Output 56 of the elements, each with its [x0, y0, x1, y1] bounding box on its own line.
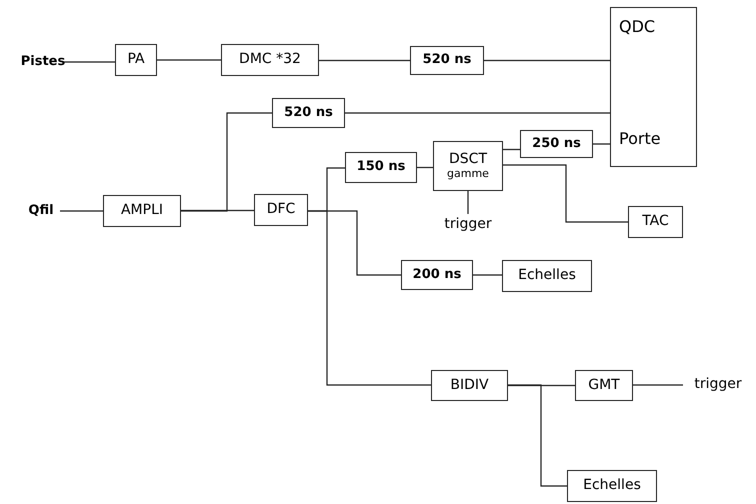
delay-box — [272, 98, 345, 128]
connector-line — [345, 112, 610, 114]
box-label: Echelles — [518, 268, 576, 284]
box-label: GMT — [588, 378, 620, 394]
delay-box — [345, 152, 417, 183]
module-box — [115, 44, 157, 76]
connector-line — [181, 112, 272, 212]
connector-line — [157, 59, 221, 61]
module-box — [575, 370, 633, 401]
module-box — [103, 195, 181, 227]
connector-line — [503, 148, 520, 150]
box-label: 250 ns — [532, 136, 581, 152]
module-box — [567, 470, 657, 502]
qdc-box — [610, 7, 697, 167]
connector-line — [308, 210, 431, 386]
box-label: Echelles — [583, 478, 641, 494]
box-label: 520 ns — [422, 53, 472, 68]
connector-line — [484, 60, 610, 62]
box-label: DSCT — [449, 152, 487, 168]
connector-line — [467, 191, 469, 214]
signal-label: trigger — [694, 377, 742, 393]
box-sublabel: gamme — [447, 168, 489, 180]
box-label: 520 ns — [284, 106, 333, 120]
box-label: DMC *32 — [239, 52, 301, 68]
input-label: Qfil — [28, 204, 54, 218]
connector-line — [60, 210, 103, 212]
box-label: DFC — [266, 202, 296, 218]
connector-line — [593, 143, 610, 145]
signal-label: trigger — [444, 217, 492, 233]
connector-line — [508, 384, 567, 487]
delay-box — [520, 130, 593, 158]
box-label: QDC — [619, 18, 656, 36]
box-label: 150 ns — [356, 160, 406, 175]
connector-line — [417, 166, 433, 168]
connector-line — [181, 210, 254, 212]
module-box — [433, 141, 503, 191]
connector-line — [319, 60, 410, 62]
module-box — [502, 260, 592, 292]
box-label: 200 ns — [412, 268, 462, 282]
module-box — [431, 370, 508, 401]
input-label: Pistes — [20, 54, 66, 70]
module-box — [221, 44, 319, 76]
box-label: BIDIV — [450, 378, 489, 394]
box-sublabel: Porte — [619, 130, 661, 148]
connector-line — [633, 384, 683, 386]
box-label: PA — [127, 52, 145, 68]
connector-line — [503, 164, 628, 223]
connector-line — [473, 274, 502, 276]
connector-line — [508, 384, 575, 386]
module-box — [254, 194, 308, 226]
delay-box — [401, 260, 473, 290]
module-box — [628, 206, 683, 238]
delay-box — [410, 46, 484, 75]
box-label: TAC — [642, 214, 669, 230]
box-label: AMPLI — [120, 203, 164, 219]
connector-line — [64, 61, 115, 63]
